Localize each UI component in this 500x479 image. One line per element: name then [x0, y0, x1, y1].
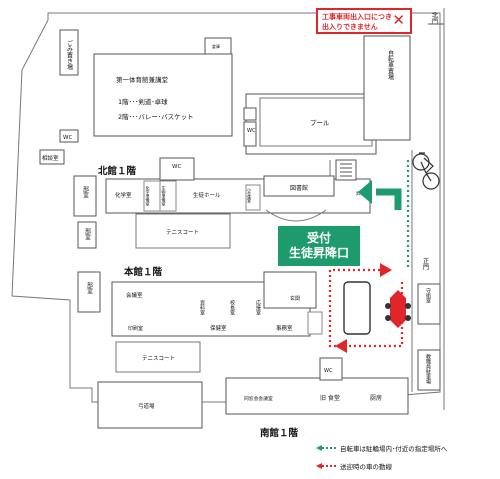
car-route — [328, 268, 404, 348]
club-room-3 — [77, 271, 101, 313]
west-gate: 正門 — [422, 258, 429, 271]
north-gate: 北門 — [431, 11, 438, 25]
chem-room: 化学室 — [115, 191, 132, 199]
svg-text:化学準備室: 化学準備室 — [146, 185, 151, 206]
svg-text:生物準備室: 生物準備室 — [162, 185, 167, 206]
svg-text:事務室: 事務室 — [276, 324, 293, 332]
gym-title: 第一体育館兼講堂 — [116, 75, 169, 84]
north-hall-title: 北館１階 — [98, 165, 137, 177]
svg-text:WC: WC — [324, 368, 333, 374]
svg-text:会議室: 会議室 — [126, 291, 143, 299]
club-room-1 — [73, 175, 97, 217]
notice-text: 工事車両出入口につき 出入りできません — [322, 13, 392, 31]
garbage-shed — [59, 29, 79, 76]
gym-floor2: 2階･･･バレー･バスケット — [118, 112, 194, 121]
svg-text:WC: WC — [172, 164, 181, 170]
svg-text:弓道場: 弓道場 — [138, 402, 155, 410]
student-hall: 生徒ホール — [193, 191, 221, 199]
library: 図書館 — [290, 184, 308, 192]
gym-floor1: 1階･･･剣道･卓球 — [118, 97, 168, 106]
legend-bicycle: 自転車は駐輪場内･付近の指定場所へ — [340, 445, 448, 453]
reception-line1: 受付 — [306, 231, 331, 245]
svg-text:旧 食堂: 旧 食堂 — [320, 394, 340, 402]
club-room-2 — [77, 221, 97, 249]
svg-text:厨房: 厨房 — [370, 394, 382, 402]
car-icon — [390, 290, 406, 328]
tennis-court-2 — [115, 341, 201, 373]
svg-text:玄関: 玄関 — [290, 295, 300, 302]
reception-label: 受付 生徒昇降口 — [278, 226, 360, 266]
svg-text:守衛室: 守衛室 — [425, 287, 431, 303]
svg-text:印刷室: 印刷室 — [128, 325, 143, 332]
svg-text:テニスコート: テニスコート — [142, 355, 175, 362]
archery-range — [97, 381, 203, 429]
storage-small-label: 倉庫 — [212, 43, 220, 49]
reception-line2: 生徒昇降口 — [288, 246, 349, 260]
campus-boundary — [11, 12, 441, 403]
garbage-label: ごみ置き場 — [66, 39, 73, 71]
south-hall — [225, 377, 409, 415]
svg-text:校長室: 校長室 — [229, 299, 235, 315]
pool-wc: WC — [247, 128, 256, 134]
close-icon: ✕ — [392, 11, 405, 29]
drop-off-zone — [343, 281, 371, 335]
tennis-court-1 — [135, 213, 231, 249]
svg-text:部室: 部室 — [84, 227, 91, 240]
svg-text:テニスコート: テニスコート — [166, 229, 199, 236]
wc-label-1: WC — [63, 135, 72, 141]
main-hall-title: 本館１階 — [124, 266, 163, 278]
bicycle-parking-label: 自転車置場 — [387, 49, 394, 81]
pool-label: プール — [310, 119, 330, 127]
svg-text:同窓会会議室: 同窓会会議室 — [244, 395, 273, 402]
legend-car: 送迎時の車の動線 — [340, 463, 392, 471]
bicycle-parking — [363, 35, 411, 141]
svg-text:部室: 部室 — [86, 281, 93, 294]
svg-text:資料室: 資料室 — [199, 299, 205, 315]
svg-text:保健室: 保健室 — [210, 324, 227, 332]
locker-label: 相談室 — [42, 154, 59, 162]
bicycle-icon — [412, 152, 440, 190]
construction-notice: 工事車両出入口につき 出入りできません ✕ — [316, 8, 412, 34]
south-hall-title: 南館１階 — [260, 427, 299, 439]
svg-text:部室: 部室 — [82, 185, 89, 198]
svg-text:小会議室: 小会議室 — [246, 187, 252, 203]
gym-building — [93, 53, 233, 137]
svg-text:応接室: 応接室 — [255, 299, 261, 315]
svg-text:教職員駐車場: 教職員駐車場 — [425, 353, 431, 385]
